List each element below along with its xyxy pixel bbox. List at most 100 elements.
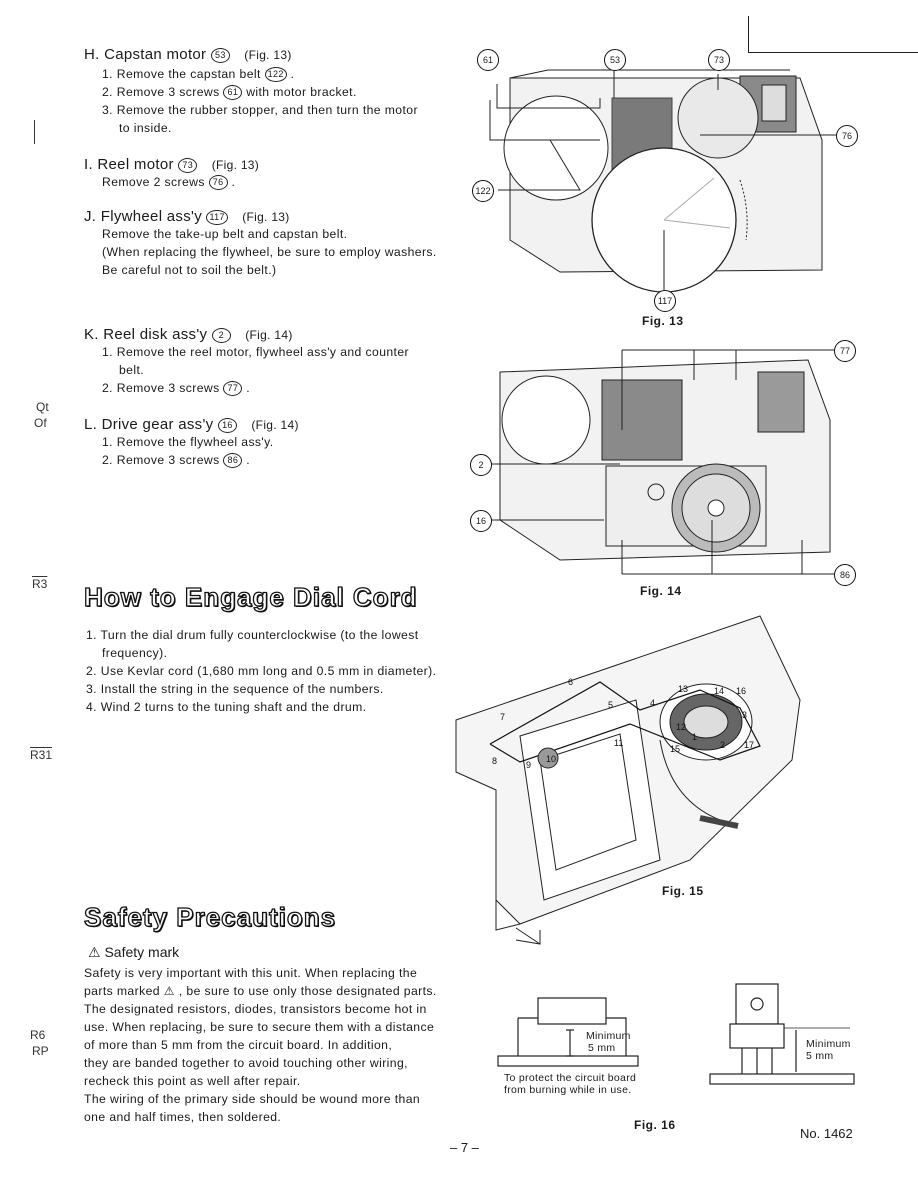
section-j-heading: J. Flywheel ass'y [84, 208, 202, 225]
step-text: 1. Remove the capstan belt [102, 67, 261, 81]
fig13-callout-61: 61 [477, 49, 499, 71]
fig15-num-15: 15 [670, 744, 680, 754]
body-line: of more than 5 mm from the circuit board… [84, 1038, 393, 1052]
section-l-title: L. Drive gear ass'y 16 (Fig. 14) [84, 416, 454, 433]
margin-bar [34, 120, 35, 144]
body-text: . [231, 175, 236, 189]
dial-cord-title: How to Engage Dial Cord [83, 581, 418, 612]
step-line: 1. Turn the dial drum fully counterclock… [86, 628, 419, 642]
ref-77: 77 [223, 381, 243, 396]
ref-53: 53 [210, 48, 230, 63]
fig15-num-2: 2 [720, 740, 725, 750]
section-j-title: J. Flywheel ass'y 117 (Fig. 13) [84, 208, 464, 225]
step-line: 3. Install the string in the sequence of… [86, 682, 384, 696]
margin-text-r3: R3 [32, 577, 48, 591]
step-text: . [246, 453, 250, 467]
step-text: to inside. [119, 121, 172, 135]
fig16-min-label-2: Minimum [806, 1038, 851, 1050]
fig13-callout-117: 117 [654, 290, 676, 312]
margin-text-rp: RP [32, 1044, 49, 1058]
section-l-figref: (Fig. 14) [251, 418, 299, 432]
step-line: 1. Remove the flywheel ass'y. [102, 435, 274, 449]
section-i-title: I. Reel motor 73 (Fig. 13) [84, 156, 454, 173]
body-text: Remove 2 screws [102, 175, 205, 189]
body-line: use. When replacing, be sure to secure t… [84, 1020, 435, 1034]
fig15-num-10: 10 [546, 754, 556, 764]
fig15-num-3: 3 [742, 710, 747, 720]
warning-triangle-icon: ⚠ [88, 944, 101, 960]
fig13-callout-76: 76 [836, 125, 858, 147]
step-text: 3. Remove the rubber stopper, and then t… [102, 103, 418, 117]
step-line: 2. Remove 3 screws 61 with motor bracket… [102, 83, 454, 101]
ref-2: 2 [211, 328, 231, 343]
fig16-caption-1: To protect the circuit board [504, 1072, 637, 1084]
fig15-num-17: 17 [744, 740, 754, 750]
section-h-figref: (Fig. 13) [244, 48, 292, 62]
section-h-steps: 1. Remove the capstan belt 122 . 2. Remo… [84, 65, 454, 137]
fig16-label: Fig. 16 [634, 1118, 676, 1132]
body-line: (When replacing the flywheel, be sure to… [102, 245, 437, 259]
fig16-mm-label-2: 5 mm [806, 1050, 834, 1062]
step-line: 1. Remove the capstan belt 122 . [102, 65, 454, 83]
section-k-figref: (Fig. 14) [245, 328, 293, 342]
safety-mark-title: Safety mark [104, 944, 180, 960]
section-j-figref: (Fig. 13) [242, 210, 290, 224]
section-i-body: Remove 2 screws 76 . [84, 173, 454, 191]
step-text: . [246, 381, 250, 395]
fig16-min-label-1: Minimum [586, 1030, 631, 1042]
margin-text-qt: Qt [36, 400, 49, 414]
section-k-steps: 1. Remove the reel motor, flywheel ass'y… [84, 343, 454, 397]
section-i: I. Reel motor 73 (Fig. 13) Remove 2 scre… [84, 156, 454, 191]
ref-117: 117 [206, 210, 228, 225]
fig14-label: Fig. 14 [640, 584, 682, 598]
fig15-num-7: 7 [500, 712, 505, 722]
section-h-title: H. Capstan motor 53 (Fig. 13) [84, 46, 454, 63]
section-l-steps: 1. Remove the flywheel ass'y. 2. Remove … [84, 433, 454, 469]
margin-text-r31: R31 [30, 748, 53, 762]
section-k: K. Reel disk ass'y 2 (Fig. 14) 1. Remove… [84, 326, 454, 397]
fig13-callout-73: 73 [708, 49, 730, 71]
step-text: with motor bracket. [246, 85, 357, 99]
step-text: . [290, 67, 295, 81]
margin-text-of: Of [34, 416, 47, 430]
fig14-callout-16: 16 [470, 510, 492, 532]
ref-76: 76 [208, 175, 228, 190]
fig15-num-11: 11 [614, 738, 623, 748]
fig16-mm-label-1: 5 mm [588, 1042, 616, 1054]
ref-122: 122 [264, 67, 287, 82]
body-line: Safety is very important with this unit.… [84, 966, 418, 980]
step-text: 2. Remove 3 screws [102, 85, 220, 99]
step-line: 3. Remove the rubber stopper, and then t… [102, 101, 454, 119]
safety-title: Safety Precautions [83, 901, 337, 932]
page-number: – 7 – [450, 1140, 479, 1155]
ref-73: 73 [178, 158, 198, 173]
document-number: No. 1462 [800, 1126, 853, 1141]
body-line: they are banded together to avoid touchi… [84, 1056, 408, 1070]
step-line: 1. Remove the reel motor, flywheel ass'y… [102, 345, 409, 359]
fig15-num-5: 5 [608, 700, 613, 710]
step-line: belt. [119, 363, 145, 377]
fig14-callout-2: 2 [470, 454, 492, 476]
body-line: Be careful not to soil the belt.) [102, 263, 277, 277]
step-text: 2. Remove 3 screws [102, 453, 220, 467]
body-line: parts marked ⚠ , be sure to use only tho… [84, 984, 437, 998]
fig15-num-6: 6 [568, 677, 573, 687]
fig15-num-9: 9 [526, 760, 531, 770]
section-j-body: Remove the take-up belt and capstan belt… [84, 225, 464, 279]
step-line: 2. Remove 3 screws 86 . [102, 451, 454, 469]
section-h: H. Capstan motor 53 (Fig. 13) 1. Remove … [84, 46, 454, 137]
fig16-caption-2: from burning while in use. [504, 1084, 632, 1096]
fig15-num-4: 4 [650, 698, 655, 708]
ref-61: 61 [223, 85, 243, 100]
fig14-callout-86: 86 [834, 564, 856, 586]
safety-mark-heading: ⚠ Safety mark [88, 944, 179, 961]
fig15-num-8: 8 [492, 756, 497, 766]
header-rule [748, 52, 918, 53]
fig15-num-12: 12 [676, 722, 686, 732]
section-j: J. Flywheel ass'y 117 (Fig. 13) Remove t… [84, 208, 464, 279]
fig15-num-16: 16 [736, 686, 746, 696]
body-line: The wiring of the primary side should be… [84, 1092, 421, 1106]
fig14-callout-77: 77 [834, 340, 856, 362]
fig15-num-1: 1 [692, 732, 697, 742]
step-text: 2. Remove 3 screws [102, 381, 220, 395]
